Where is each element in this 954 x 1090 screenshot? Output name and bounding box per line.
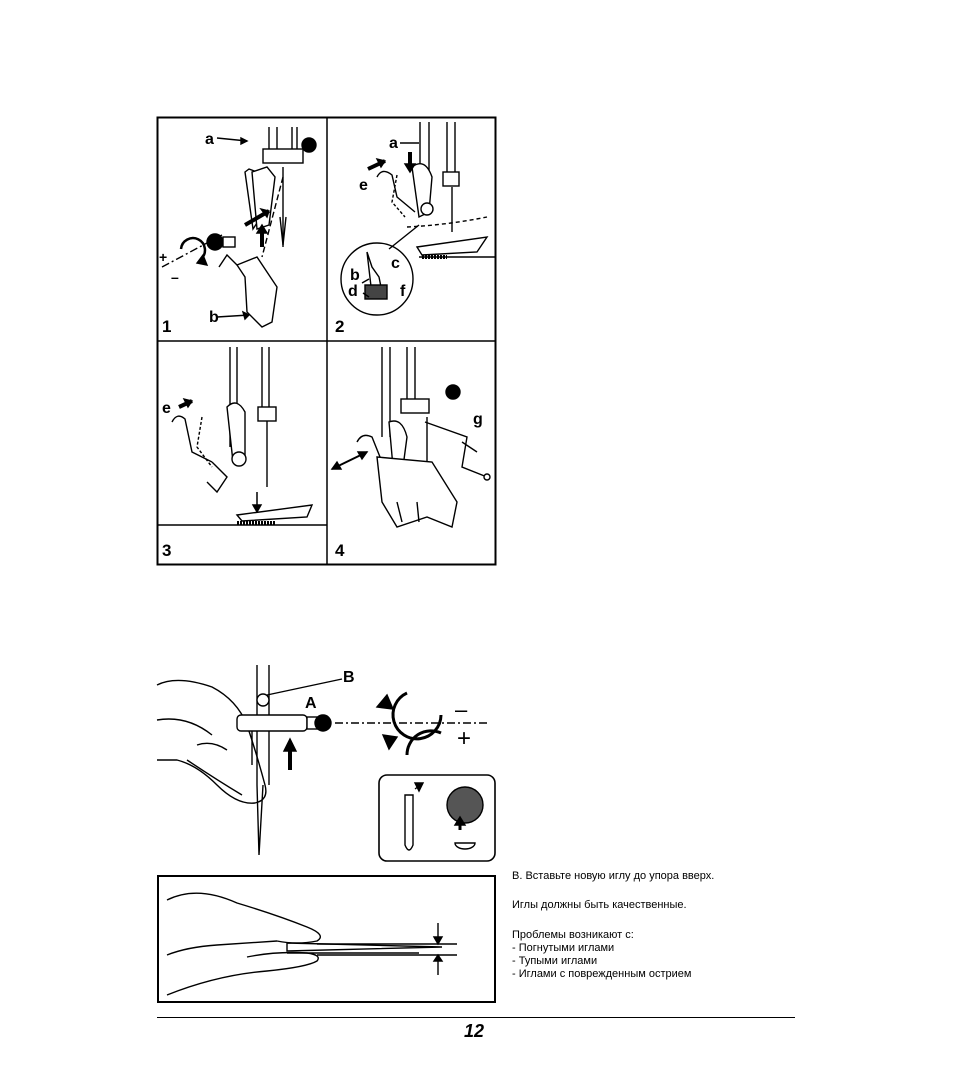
figure-needle-insertion: B A – + — [157, 665, 497, 865]
panel-2-label-f: f — [400, 283, 405, 301]
panel-1-label-a: a — [205, 131, 214, 149]
instruction-quality: Иглы должны быть качественные. — [512, 899, 772, 912]
panel-3-drawing — [157, 347, 327, 525]
problem-item: - Погнутыми иглами — [512, 942, 772, 955]
panel-1-number: 1 — [162, 317, 171, 337]
problems-title: Проблемы возникают с: — [512, 929, 772, 942]
panel-4-drawing — [332, 347, 490, 527]
panel-2-label-d: d — [348, 283, 358, 301]
needle-insertion-drawing — [157, 665, 497, 865]
panel-1-plus-sign: + — [159, 249, 167, 265]
label-B: B — [343, 669, 355, 687]
figure-needle-check — [157, 875, 496, 1003]
problem-item: - Иглами с поврежденным острием — [512, 968, 772, 981]
figure-presser-foot-grid: 1 2 3 4 a b + – a e b c d f e g — [157, 117, 496, 565]
panel-3-number: 3 — [162, 541, 171, 561]
panel-4-label-g: g — [473, 411, 483, 429]
panel-2-label-a: a — [389, 135, 398, 153]
sign-plus: + — [457, 725, 471, 753]
problem-item: - Тупыми иглами — [512, 955, 772, 968]
page-number: 12 — [464, 1021, 484, 1042]
panel-2-number: 2 — [335, 317, 344, 337]
needle-check-drawing — [157, 875, 496, 1003]
panel-2-label-c: c — [391, 255, 400, 273]
panel-1-label-b: b — [209, 309, 219, 327]
footer-rule — [157, 1017, 795, 1018]
instruction-step-b: В. Вставьте новую иглу до упора вверх. — [512, 870, 772, 883]
label-A: A — [305, 695, 317, 713]
panel-1-minus-sign: – — [171, 269, 179, 285]
panel-4-number: 4 — [335, 541, 344, 561]
grid-frame — [157, 117, 496, 565]
panel-2-label-e: e — [359, 177, 368, 195]
panel-1-drawing — [162, 127, 316, 327]
panel-3-label-e: e — [162, 400, 171, 418]
sign-minus: – — [455, 697, 467, 723]
panel-2-drawing — [341, 122, 496, 315]
